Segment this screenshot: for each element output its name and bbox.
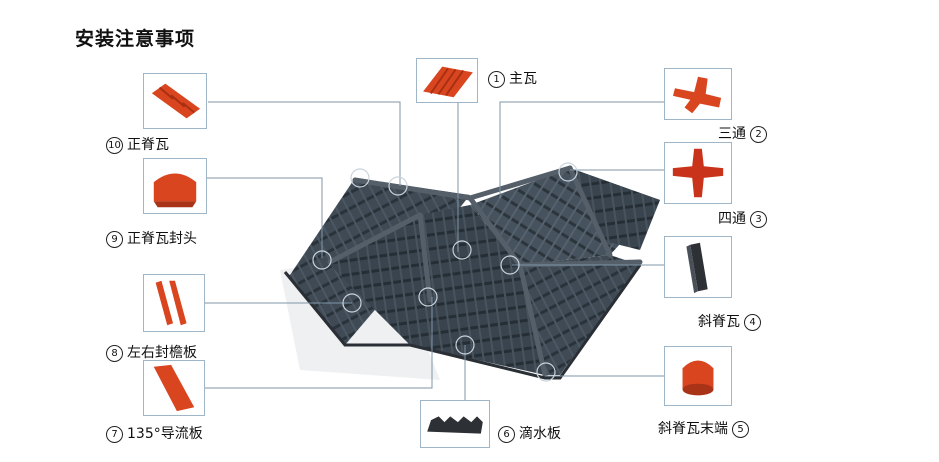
number-badge: 5 [732,420,749,438]
thumb-three-way [664,68,732,120]
number-badge: 9 [106,230,123,248]
upper-ridge [467,165,573,201]
leader-9 [205,177,323,258]
page-title: 安装注意事项 [75,28,196,50]
number-badge: 3 [750,210,767,228]
thumb-diverter [143,360,205,416]
number-badge: 1 [488,70,505,88]
number-badge: 10 [106,136,123,154]
number-badge: 7 [106,425,123,443]
number-badge: 4 [744,313,761,331]
thumb-fascia [143,274,205,332]
leader-7 [205,297,433,389]
thumb-ridge-tile [143,73,207,129]
roof-plane-right-low [520,255,640,375]
thumb-drip-board [420,400,490,448]
leader-10 [208,101,401,186]
hip-ridge-left [417,212,433,303]
number-badge: 8 [106,344,123,362]
thumb-hip-end [664,346,732,406]
roof-plane-front [330,205,545,375]
eave-edge [283,264,642,380]
leader-2 [499,101,665,198]
number-badge: 6 [498,425,515,443]
front-ridge [327,212,423,265]
thumb-hip-tile [664,236,732,298]
roof-plane-rear-right [570,168,660,250]
main-ridge [352,177,473,201]
thumb-four-way [664,142,732,204]
number-badge: 2 [750,125,767,143]
hip-ridge-right [567,165,613,258]
thumb-ridge-end-cap [143,158,207,214]
thumb-main-tile [416,58,478,103]
